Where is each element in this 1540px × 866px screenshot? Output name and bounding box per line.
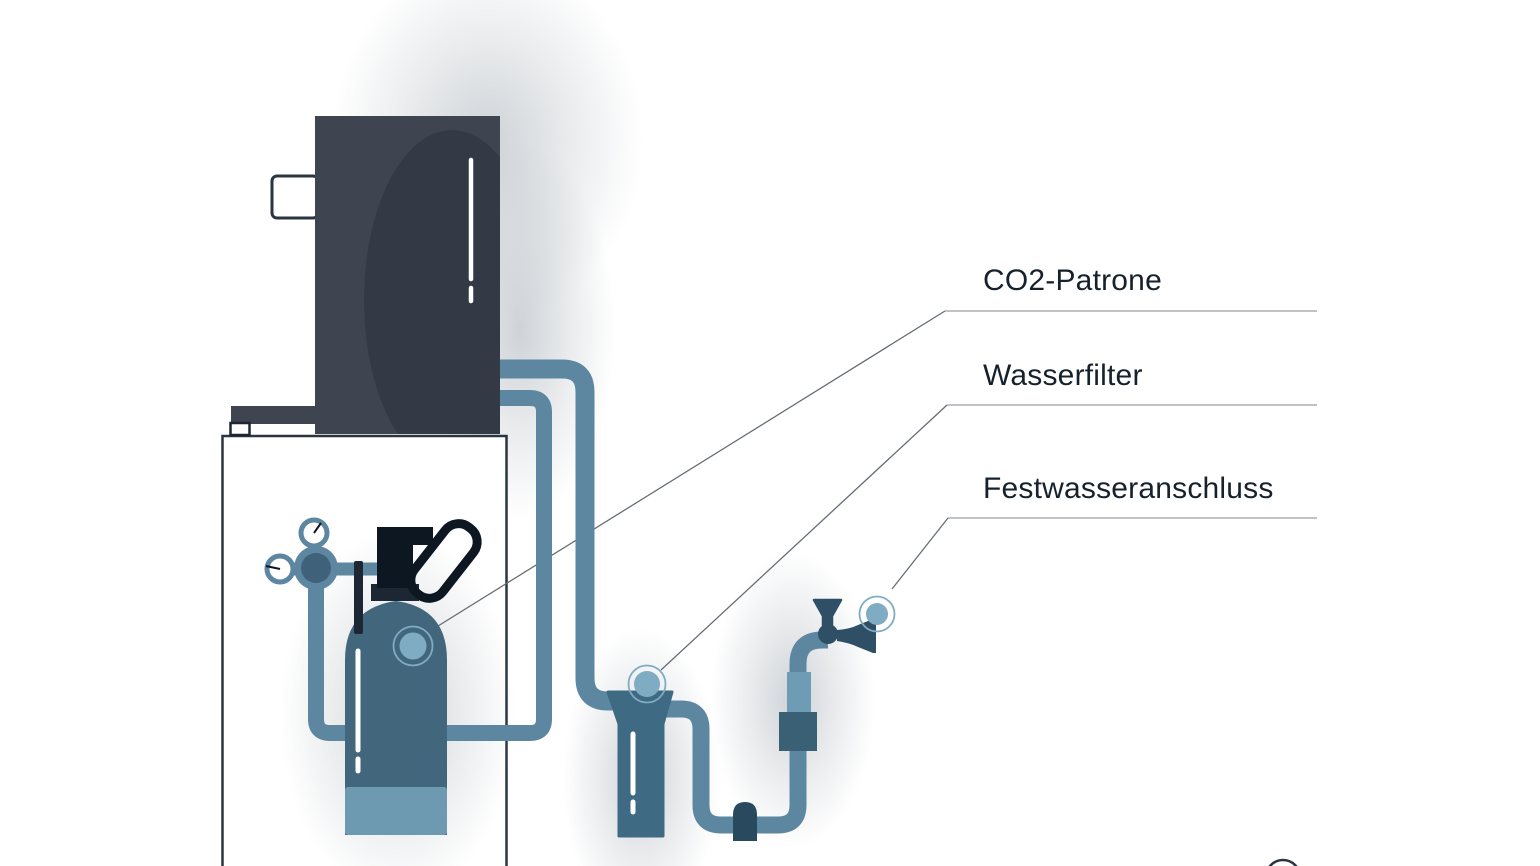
valve-lever bbox=[354, 561, 363, 634]
tap-valve-body bbox=[818, 624, 838, 644]
regulator-hub bbox=[301, 553, 331, 583]
leader-diagonal-co2 bbox=[429, 310, 946, 632]
cartridge-body bbox=[345, 601, 447, 835]
label-co2-patrone: CO2-Patrone bbox=[983, 264, 1162, 297]
co2-port bbox=[399, 632, 427, 660]
cup-dispenser-box bbox=[270, 174, 320, 220]
leader-diagonal-wall bbox=[891, 517, 949, 590]
logo-arc bbox=[1268, 858, 1298, 866]
carabiner-clip bbox=[406, 519, 482, 603]
cartridge-valve-top-bar bbox=[377, 527, 433, 545]
pressure-regulator bbox=[264, 517, 338, 590]
gauge-top-needle bbox=[313, 522, 322, 534]
wall-port bbox=[866, 603, 888, 625]
leader-lines bbox=[429, 310, 1317, 671]
leader-diagonal-filter bbox=[660, 404, 948, 671]
wall-connection-tap bbox=[812, 595, 896, 653]
drip-tray-arm bbox=[231, 406, 316, 424]
co2-port-ring bbox=[392, 625, 434, 667]
filter-port bbox=[634, 671, 660, 697]
machine-to-filter-pipe bbox=[500, 359, 616, 711]
connector-block-light bbox=[787, 672, 811, 712]
machine-inner-shading bbox=[364, 130, 500, 434]
label-wasserfilter: Wasserfilter bbox=[983, 359, 1143, 392]
cartridge-base-band bbox=[345, 787, 447, 835]
coffee-machine bbox=[229, 116, 500, 437]
co2-loop-pipe bbox=[308, 390, 552, 741]
co2-cartridge bbox=[345, 519, 482, 835]
drip-tray-cup bbox=[229, 421, 251, 437]
label-festwasseranschluss: Festwasseranschluss bbox=[983, 472, 1274, 505]
filter-port-ring bbox=[627, 664, 667, 704]
wall-port-ring bbox=[858, 595, 896, 633]
cartridge-collar bbox=[371, 584, 419, 601]
pipe-clip bbox=[733, 802, 757, 841]
connector-block-dark bbox=[779, 712, 817, 751]
filter-body bbox=[606, 690, 674, 838]
gauge-left-needle bbox=[265, 565, 281, 570]
water-filter bbox=[606, 664, 674, 838]
